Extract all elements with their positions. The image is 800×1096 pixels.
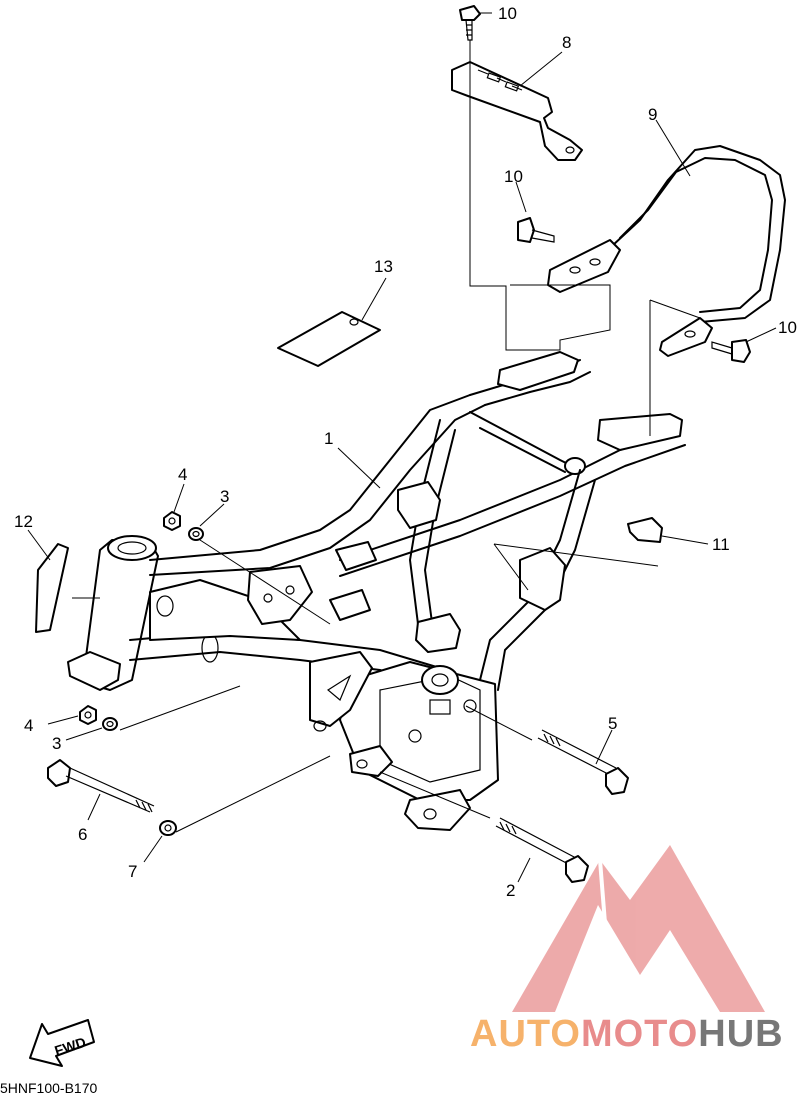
nut-part-4-lower	[79, 705, 97, 725]
clip-part-11	[627, 517, 663, 543]
bracket-part-8	[451, 61, 583, 161]
watermark-text: AUTOMOTOHUB	[470, 1013, 784, 1055]
bolt-part-2	[495, 817, 589, 883]
bolt-part-6	[47, 759, 155, 813]
leader-lines	[72, 40, 701, 833]
watermark-logo	[512, 845, 765, 1013]
callout-3-upper: 3	[220, 487, 229, 506]
washer-part-3-lower	[102, 717, 118, 731]
watermark-word-2: MOTO	[581, 1013, 698, 1055]
label-part-12	[35, 543, 69, 633]
diagram-code: 5HNF100-B170	[0, 1080, 97, 1096]
callout-4-upper: 4	[178, 465, 187, 484]
callout-labels: 10 8 9 10 10 13 1 11 12 4 3 5 4 3 6 7 2	[14, 4, 797, 900]
callout-5: 5	[608, 714, 617, 733]
fwd-arrow-icon: FWD	[29, 1019, 95, 1067]
callout-1: 1	[324, 429, 333, 448]
callout-7: 7	[128, 862, 137, 881]
callout-8: 8	[562, 33, 571, 52]
grab-bar-part-9	[547, 145, 786, 357]
callout-2: 2	[506, 881, 515, 900]
callout-10-right: 10	[778, 318, 797, 337]
label-sheet-part-13	[277, 311, 381, 367]
washer-part-3-upper	[188, 527, 204, 541]
watermark-word-3: HUB	[698, 1013, 783, 1055]
callout-3-lower: 3	[52, 734, 61, 753]
callout-11: 11	[712, 535, 730, 554]
callout-10-mid: 10	[504, 167, 523, 186]
callout-13: 13	[374, 257, 393, 276]
watermark-word-1: AUTO	[470, 1013, 581, 1055]
callout-12: 12	[14, 512, 33, 531]
callout-6: 6	[78, 825, 87, 844]
bolt-part-10-right	[711, 339, 751, 363]
washer-part-7	[159, 820, 177, 836]
bolt-part-10-mid	[517, 217, 555, 243]
main-frame-part-1	[67, 351, 686, 831]
callout-4-lower: 4	[24, 716, 33, 735]
callout-10-top: 10	[498, 4, 517, 23]
svg-text:AUTOMOTOHUB: AUTOMOTOHUB	[470, 1013, 784, 1055]
callout-9: 9	[648, 105, 657, 124]
bolt-part-5	[537, 729, 629, 795]
callout-pointers	[27, 12, 777, 883]
nut-part-4-upper	[163, 511, 181, 531]
bolt-part-10-top	[459, 5, 481, 41]
